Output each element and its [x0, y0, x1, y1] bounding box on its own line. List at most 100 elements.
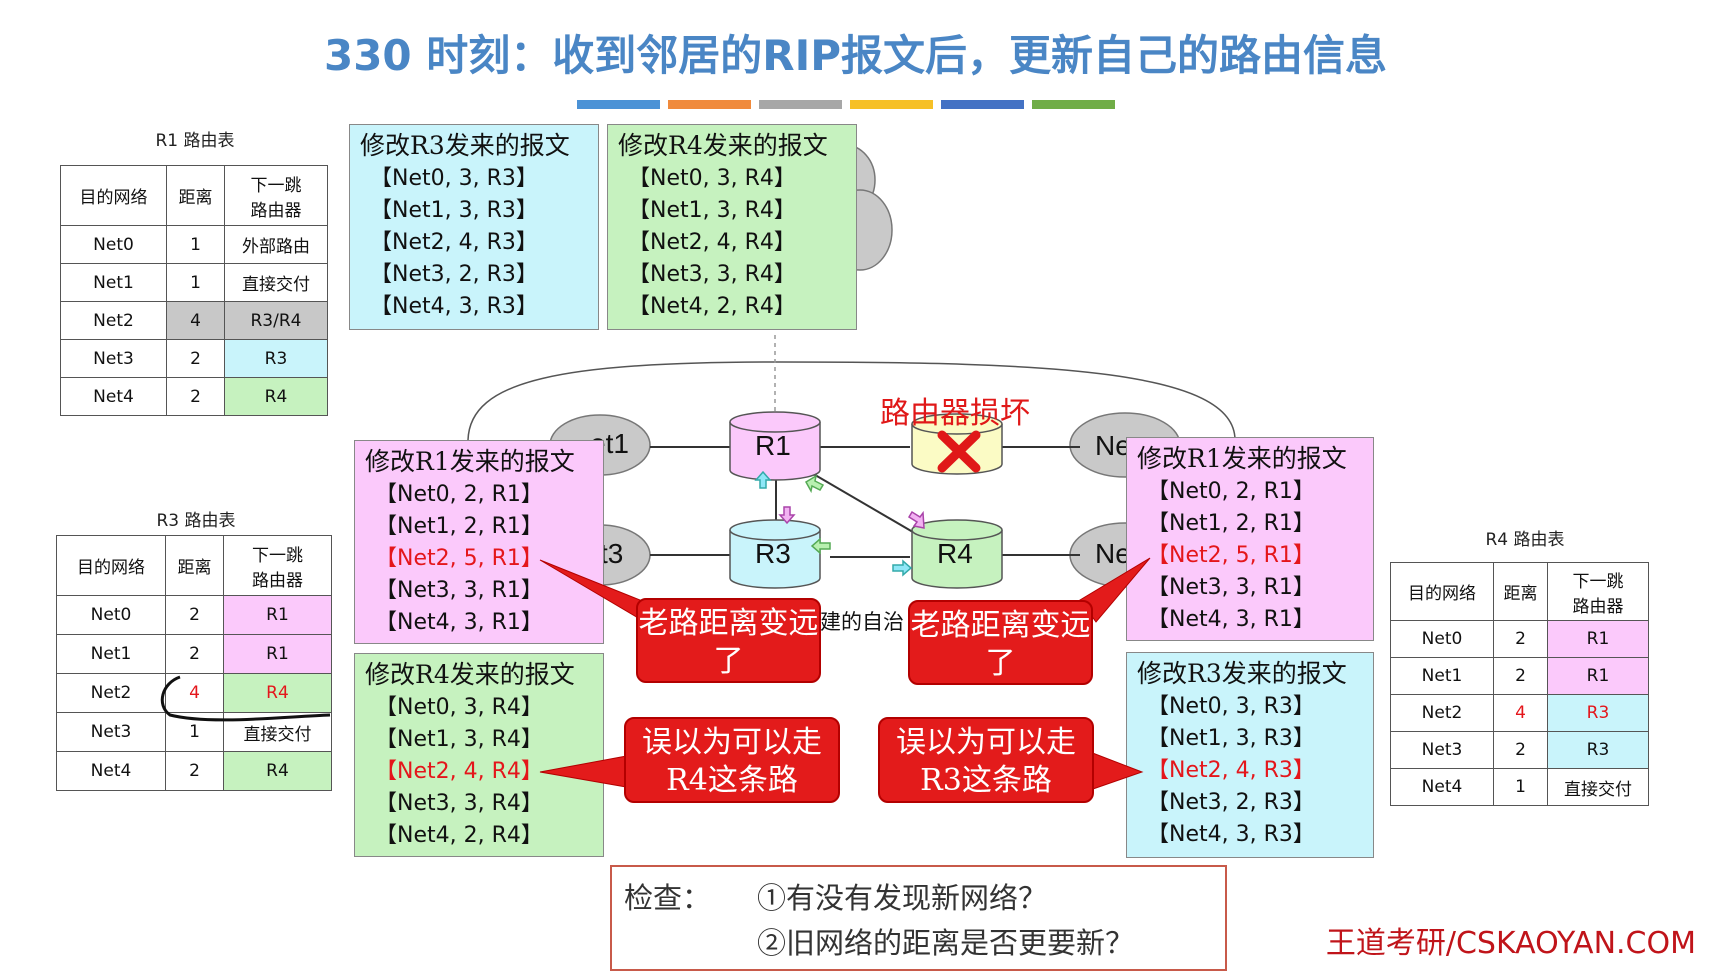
message-arrow-icons: [754, 470, 925, 577]
message-title: 修改R4发来的报文: [365, 660, 575, 689]
message-line: 【Net0, 3, R3】: [1147, 694, 1315, 719]
message-line: 【Net4, 2, R4】: [628, 294, 796, 319]
color-bar: [1032, 100, 1115, 109]
message-line-highlight: 【Net2, 4, R4】: [375, 759, 543, 784]
callout-r4-path: 误以为可以走R4这条路: [624, 717, 840, 803]
message-line: 【Net2, 4, R3】: [370, 230, 538, 255]
brand-watermark: 王道考研/CSKAOYAN.COM: [1325, 926, 1696, 961]
message-line-highlight: 【Net2, 4, R3】: [1147, 758, 1315, 783]
router-r1: [729, 411, 821, 433]
message-line: 【Net1, 2, R1】: [375, 514, 543, 539]
r4-table-caption: R4 路由表: [1485, 530, 1565, 550]
message-line: 【Net3, 3, R4】: [628, 262, 796, 287]
broken-x-icon: [937, 430, 981, 473]
col-header-net: 目的网络: [60, 165, 167, 226]
router-r4: [911, 519, 1003, 541]
col-header-dist: 距离: [166, 165, 225, 226]
message-line: 【Net1, 3, R4】: [375, 727, 543, 752]
color-bar: [759, 100, 842, 109]
r1-table-caption: R1 路由表: [155, 131, 235, 151]
router-r1-label: R1: [755, 430, 791, 461]
message-line: 【Net0, 2, R1】: [1147, 479, 1315, 504]
message-line: 【Net4, 3, R3】: [370, 294, 538, 319]
message-line: 【Net0, 3, R3】: [370, 166, 538, 191]
message-line: 【Net3, 2, R3】: [1147, 790, 1315, 815]
callout-far-left: 老路距离变远了: [636, 598, 821, 683]
message-line: 【Net1, 3, R4】: [628, 198, 796, 223]
message-line: 【Net3, 3, R1】: [375, 578, 543, 603]
router-r3: [729, 519, 821, 541]
message-box-r1-left: 修改R1发来的报文 【Net0, 2, R1】 【Net1, 2, R1】 【N…: [354, 440, 604, 644]
color-bar: [577, 100, 660, 109]
message-line: 【Net1, 2, R1】: [1147, 511, 1315, 536]
message-line: 【Net0, 3, R4】: [375, 695, 543, 720]
net-top-right-label: Ne: [1095, 430, 1131, 461]
router-r2-broken: [911, 413, 1003, 435]
message-line: 【Net4, 3, R1】: [1147, 607, 1315, 632]
message-line: 【Net3, 3, R4】: [375, 791, 543, 816]
net-mid-right-label: Ne: [1095, 538, 1131, 569]
color-bar: [941, 100, 1024, 109]
col-header-dist: 距离: [1493, 562, 1548, 621]
message-title: 修改R1发来的报文: [1137, 444, 1347, 473]
color-bars: [577, 100, 1115, 109]
message-line: 【Net4, 2, R4】: [375, 823, 543, 848]
message-line: 【Net1, 3, R3】: [370, 198, 538, 223]
broken-router-label: 路由器损坏: [880, 396, 1030, 431]
message-line: 【Net4, 3, R3】: [1147, 822, 1315, 847]
col-header-hop: 下一跳路由器: [223, 535, 332, 596]
check-label: 检查：: [624, 881, 712, 915]
message-box-r4-left: 修改R4发来的报文 【Net0, 3, R4】 【Net1, 3, R4】 【N…: [354, 653, 604, 857]
message-line: 【Net1, 3, R3】: [1147, 726, 1315, 751]
callout-r3-path: 误以为可以走R3这条路: [878, 717, 1094, 803]
r3-table-caption: R3 路由表: [156, 511, 236, 531]
message-line: 【Net3, 3, R1】: [1147, 575, 1315, 600]
message-line-highlight: 【Net2, 5, R1】: [375, 546, 543, 571]
col-header-net: 目的网络: [56, 535, 166, 596]
message-line-highlight: 【Net2, 5, R1】: [1147, 543, 1315, 568]
col-header-net: 目的网络: [1390, 562, 1494, 621]
callout-far-right: 老路距离变远了: [908, 600, 1093, 685]
router-r3-label: R3: [755, 538, 791, 569]
col-header-hop: 下一跳路由器: [224, 165, 328, 226]
message-box-r1-right: 修改R1发来的报文 【Net0, 2, R1】 【Net1, 2, R1】 【N…: [1126, 437, 1374, 641]
message-line: 【Net0, 3, R4】: [628, 166, 796, 191]
message-box-r3-right: 修改R3发来的报文 【Net0, 3, R3】 【Net1, 3, R3】 【N…: [1126, 652, 1374, 858]
as-boundary: [467, 361, 1236, 441]
check-question-2: ②旧网络的距离是否更要新？: [757, 926, 1135, 960]
hand-drawn-mark: [160, 675, 331, 722]
message-title: 修改R3发来的报文: [1137, 659, 1347, 688]
net3-label: t3: [600, 538, 624, 569]
message-box-r4-top: 修改R4发来的报文 【Net0, 3, R4】 【Net1, 3, R4】 【N…: [607, 124, 857, 330]
message-title: 修改R4发来的报文: [618, 131, 828, 160]
color-bar: [850, 100, 933, 109]
message-title: 修改R3发来的报文: [360, 131, 570, 160]
message-title: 修改R1发来的报文: [365, 447, 575, 476]
check-box: 检查： ①有没有发现新网络？ ②旧网络的距离是否更要新？: [610, 865, 1227, 971]
message-line: 【Net0, 2, R1】: [375, 482, 543, 507]
color-bar: [668, 100, 751, 109]
message-line: 【Net3, 2, R3】: [370, 262, 538, 287]
router-r4-label: R4: [937, 538, 973, 569]
message-box-r3-top: 修改R3发来的报文 【Net0, 3, R3】 【Net1, 3, R3】 【N…: [349, 124, 599, 330]
check-question-1: ①有没有发现新网络？: [757, 881, 1048, 915]
message-line: 【Net2, 4, R4】: [628, 230, 796, 255]
message-line: 【Net4, 3, R1】: [375, 610, 543, 635]
page-title: 330 时刻：收到邻居的RIP报文后，更新自己的路由信息: [323, 31, 1388, 80]
